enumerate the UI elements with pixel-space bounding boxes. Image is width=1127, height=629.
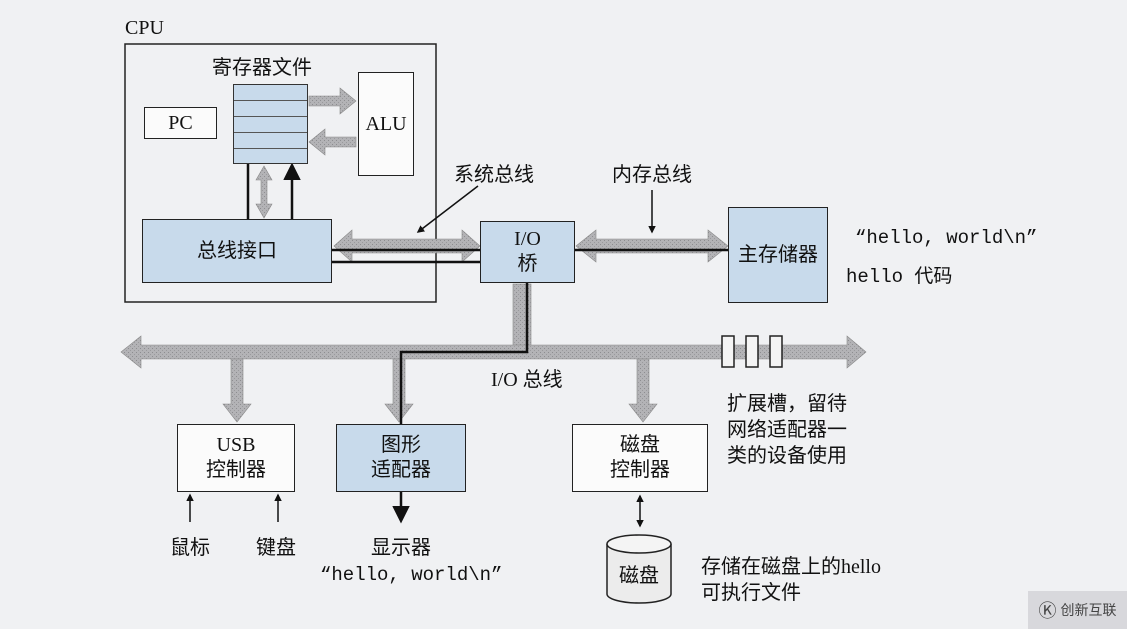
- io-bus-to-usb-arrow: [222, 358, 252, 423]
- regfile-bus-interface-arrow: [255, 165, 273, 219]
- watermark-logo-icon: Ⓚ: [1038, 601, 1057, 621]
- expansion-slots-note: 扩展槽，留待 网络适配器一 类的设备使用: [727, 391, 847, 469]
- bus-interface-label: 总线接口: [197, 239, 277, 262]
- pc-label: PC: [168, 111, 193, 134]
- bus-interface: 总线接口: [142, 219, 332, 283]
- memory-content-string: “hello, world\n”: [855, 227, 1038, 249]
- alu-to-regfile-arrow: [308, 128, 357, 156]
- disk-controller-label-2: 控制器: [610, 459, 670, 481]
- disk-file-note: 存储在磁盘上的hello 可执行文件: [701, 554, 881, 606]
- io-bridge-label-1: I/O: [514, 228, 541, 250]
- expansion-note-line: 类的设备使用: [727, 445, 847, 467]
- regfile-to-alu-arrow: [308, 87, 357, 115]
- expansion-slot: [745, 335, 759, 368]
- expansion-slot: [721, 335, 735, 368]
- expansion-note-line: 扩展槽，留待: [727, 393, 847, 415]
- watermark-text: 创新互联: [1060, 602, 1117, 618]
- disk-controller: 磁盘 控制器: [572, 424, 708, 492]
- alu-label: ALU: [365, 112, 407, 135]
- usb-controller-label-2: 控制器: [206, 459, 266, 481]
- expansion-note-line: 网络适配器一: [727, 419, 847, 441]
- display-output: “hello, world\n”: [320, 564, 503, 586]
- cpu-frame: [124, 43, 437, 303]
- main-memory: 主存储器: [728, 207, 828, 303]
- system-bus-arrow: [333, 229, 481, 263]
- display-label: 显示器: [371, 537, 431, 559]
- disk-label: 磁盘: [619, 565, 659, 587]
- io-bridge: I/O 桥: [480, 221, 575, 283]
- keyboard-label: 键盘: [256, 537, 296, 559]
- graphics-adapter-label-1: 图形: [381, 434, 421, 456]
- cpu-label: CPU: [125, 17, 164, 39]
- expansion-slot: [769, 335, 783, 368]
- system-bus-pointer: [416, 185, 479, 233]
- memory-content-code: hello 代码: [846, 266, 953, 288]
- alu: ALU: [358, 72, 414, 176]
- usb-controller: USB 控制器: [177, 424, 295, 492]
- watermark: Ⓚ 创新互联: [1028, 591, 1127, 629]
- mouse-label: 鼠标: [170, 537, 210, 559]
- register-file-label: 寄存器文件: [212, 57, 312, 79]
- disk-note-line: 存储在磁盘上的hello: [701, 556, 881, 578]
- disk-note-line: 可执行文件: [701, 582, 801, 604]
- register-file: [233, 84, 308, 164]
- disk-controller-label-1: 磁盘: [620, 434, 660, 456]
- memory-bus-label: 内存总线: [612, 164, 692, 186]
- graphics-adapter-label-2: 适配器: [371, 459, 431, 481]
- io-bus-to-disk-controller-arrow: [628, 358, 658, 423]
- graphics-adapter: 图形 适配器: [336, 424, 466, 492]
- disk-cylinder: [606, 534, 672, 604]
- usb-controller-label-1: USB: [216, 434, 256, 456]
- io-bus-to-graphics-arrow: [384, 358, 414, 423]
- io-bus-label: I/O 总线: [491, 369, 563, 391]
- io-bridge-label-2: 桥: [517, 253, 538, 275]
- memory-bus-arrow: [575, 229, 729, 263]
- main-memory-label: 主存储器: [738, 243, 818, 266]
- system-bus-label: 系统总线: [454, 164, 534, 186]
- bridge-to-io-bus: [512, 283, 532, 347]
- pc-register: PC: [144, 107, 217, 139]
